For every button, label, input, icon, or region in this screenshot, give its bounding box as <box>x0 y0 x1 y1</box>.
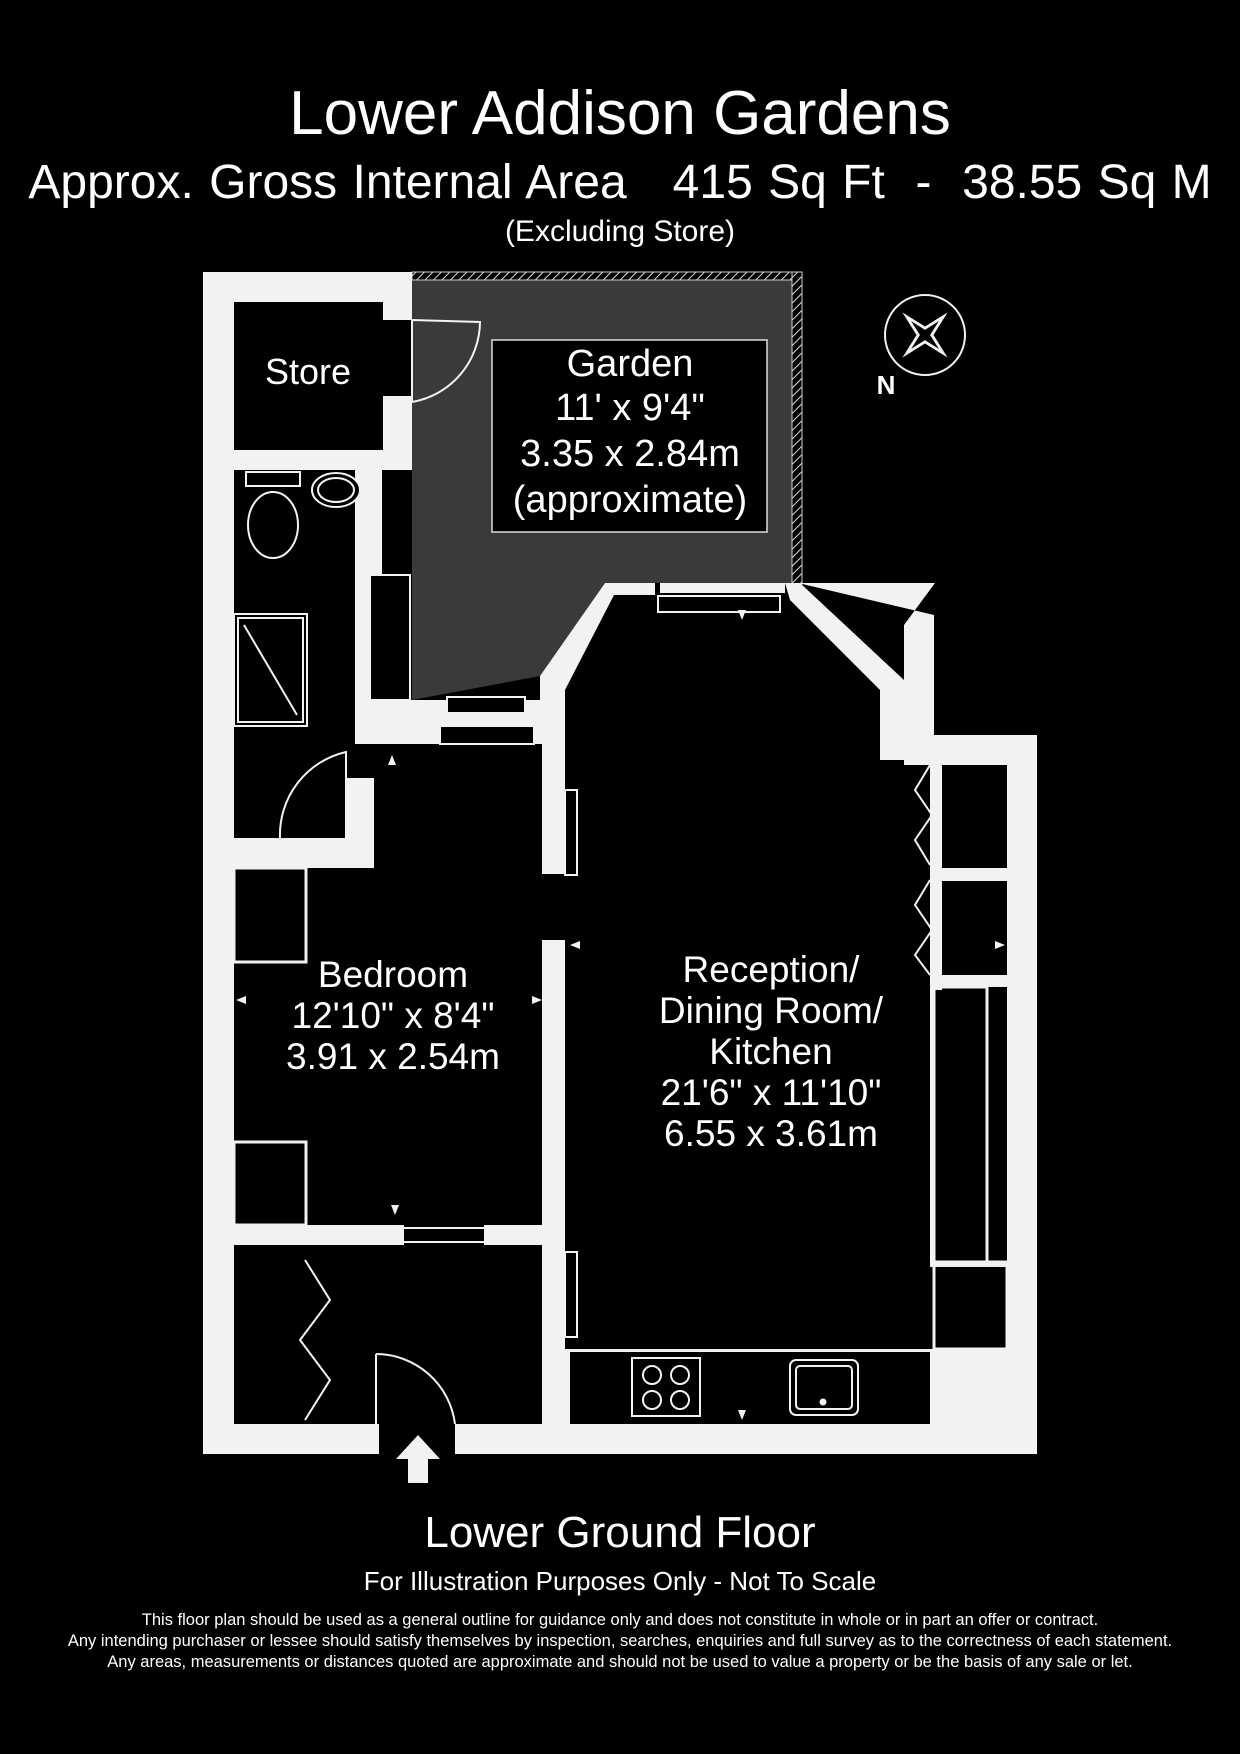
compass-icon <box>884 294 966 376</box>
walls <box>203 272 1037 1454</box>
floor-name: Lower Ground Floor <box>424 1508 816 1557</box>
plan-title: Lower Addison Gardens <box>289 79 951 148</box>
basin-icon <box>311 472 361 508</box>
disclaimer-line: Any areas, measurements or distances quo… <box>107 1653 1133 1671</box>
disclaimer-line: Any intending purchaser or lessee should… <box>67 1632 1173 1650</box>
gross-internal-area: Approx. Gross Internal Area 415 Sq Ft - … <box>28 156 1212 209</box>
store-room <box>234 302 383 450</box>
illustration-note: For Illustration Purposes Only - Not To … <box>363 1566 877 1596</box>
bedroom-name: Bedroom <box>318 954 468 995</box>
reception-name-1: Reception/ <box>683 949 861 990</box>
shower-icon <box>233 613 308 727</box>
bathroom-fixtures <box>233 471 361 727</box>
hob-icon <box>631 1357 701 1417</box>
garden-label-box <box>491 339 768 533</box>
doors <box>278 319 934 1425</box>
garden-area <box>411 271 803 700</box>
reception-imperial: 21'6" x 11'10" <box>661 1072 882 1113</box>
sink-icon <box>789 1359 859 1416</box>
area-note: (Excluding Store) <box>504 215 736 248</box>
reception-name-3: Kitchen <box>709 1031 832 1072</box>
toilet-icon <box>245 471 301 559</box>
kitchen-fixtures <box>631 1357 859 1417</box>
sliding-doors <box>401 789 578 1338</box>
bedroom-metric: 3.91 x 2.54m <box>286 1036 500 1077</box>
entrance-arrow-icon <box>396 1435 440 1483</box>
store-label: Store <box>265 351 351 392</box>
garden-imperial: 11' x 9'4" <box>555 387 705 429</box>
bedroom-imperial: 12'10" x 8'4" <box>292 995 495 1036</box>
steps <box>369 574 781 745</box>
reception-metric: 6.55 x 3.61m <box>664 1113 878 1154</box>
garden-note: (approximate) <box>513 479 747 521</box>
window-markers <box>236 610 1005 1420</box>
disclaimer-line: This floor plan should be used as a gene… <box>141 1611 1099 1629</box>
garden-metric: 3.35 x 2.84m <box>520 433 740 475</box>
wardrobes <box>232 866 1009 1351</box>
reception-name-2: Dining Room/ <box>659 990 884 1031</box>
garden-name: Garden <box>567 343 694 385</box>
compass-north-label: N <box>877 370 896 400</box>
